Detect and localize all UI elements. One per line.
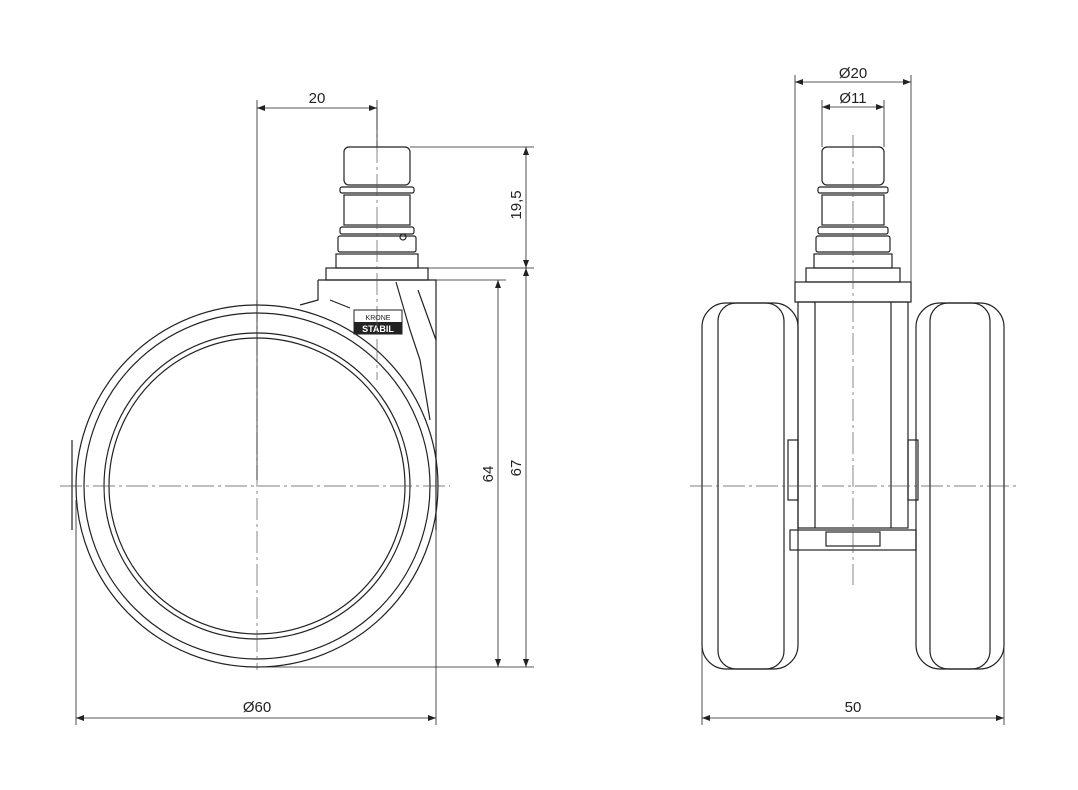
brand-logo: KRONE STABIL — [353, 309, 403, 335]
svg-text:KRONE: KRONE — [366, 315, 391, 322]
svg-text:20: 20 — [309, 90, 326, 107]
svg-text:50: 50 — [845, 699, 862, 716]
side-view: KRONE STABIL 20 — [60, 90, 534, 725]
dimension-overall-width: 50 — [701, 640, 1005, 725]
dimension-collar-diameter: Ø20 — [794, 65, 912, 282]
front-view: Ø20 Ø11 50 — [690, 65, 1016, 725]
svg-text:19,5: 19,5 — [508, 190, 525, 219]
dimension-stem-diameter: Ø11 — [821, 90, 885, 147]
svg-text:Ø20: Ø20 — [839, 65, 867, 82]
dimension-stem-height: 19,5 — [410, 146, 534, 269]
dimension-height-total: 67 — [508, 268, 529, 667]
dimension-stem-offset: 20 — [256, 90, 378, 480]
svg-text:64: 64 — [480, 466, 497, 483]
dimension-wheel-diameter: Ø60 — [75, 500, 437, 725]
svg-text:67: 67 — [508, 460, 525, 477]
svg-text:Ø11: Ø11 — [839, 90, 866, 107]
svg-text:Ø60: Ø60 — [243, 699, 271, 716]
dimension-height-wheel: 64 — [257, 279, 534, 668]
svg-text:STABIL: STABIL — [362, 324, 394, 334]
